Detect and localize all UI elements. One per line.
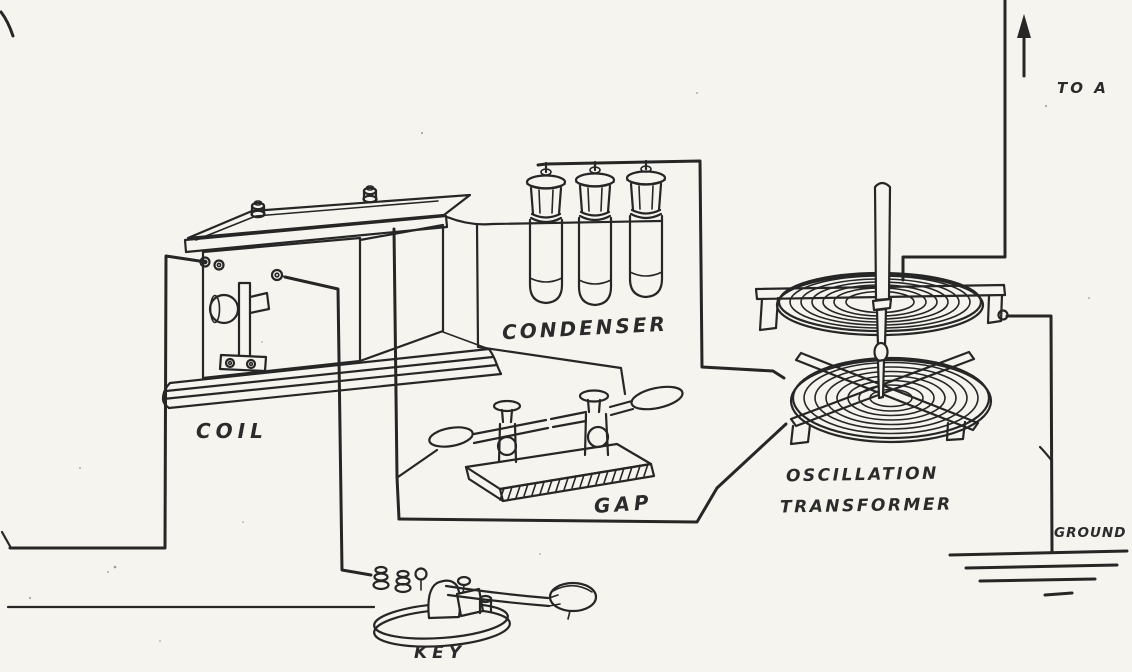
key-lever — [444, 581, 598, 620]
wire-gap-left-tap — [396, 448, 439, 479]
condenser-jars-drawing — [525, 165, 667, 307]
wiring — [0, 0, 1129, 609]
coil-base — [161, 347, 503, 410]
transformer-center-rod — [871, 181, 893, 400]
wire-supply-left — [8, 254, 208, 550]
coil-vibrator — [208, 281, 271, 373]
wire-jar-stubs — [544, 159, 648, 174]
condenser-jar — [525, 168, 567, 305]
stray-mark — [0, 10, 15, 38]
induction-coil-drawing — [161, 185, 503, 410]
condenser-jar — [574, 166, 616, 307]
gap-left-electrode — [492, 399, 522, 464]
coil-side-posts — [199, 256, 287, 282]
key-label: KEY — [414, 643, 467, 663]
ground-symbol — [948, 549, 1129, 597]
condenser-jar — [625, 165, 667, 299]
paper-specks — [29, 92, 1090, 642]
gap-base-hatching — [499, 463, 649, 501]
oscillation-transformer-label-line1: OSCILLATION — [785, 463, 939, 487]
telegraph-key-drawing — [372, 565, 598, 648]
ground-label: GROUND — [1054, 525, 1127, 541]
wire-to-transformer-primary — [397, 422, 788, 524]
wire-to-gap-right — [475, 222, 627, 396]
wire-aerial-lead — [901, 0, 1007, 282]
oscillation-transformer-label-line2: TRANSFORMER — [779, 494, 953, 518]
coil-terminal-knobs — [250, 185, 378, 219]
wire-ground-tick — [1038, 445, 1054, 463]
transformer-lower-coil — [789, 350, 993, 446]
to-aerial-label: TO A — [1057, 79, 1109, 97]
wire-supply-left-stub — [0, 530, 13, 550]
up-arrow-icon — [1017, 14, 1031, 78]
wire-condenser-top-bus — [536, 159, 786, 380]
coil-label: COIL — [196, 419, 268, 443]
wire-condenser-rack — [445, 215, 663, 226]
gap-right-electrode — [578, 389, 610, 457]
wire-to-ground — [1005, 314, 1054, 554]
spark-gap-drawing — [428, 385, 684, 503]
oscillation-transformer-drawing — [754, 181, 1009, 446]
gap-label: GAP — [593, 489, 654, 519]
key-binding-posts — [372, 565, 412, 594]
gap-rod — [428, 385, 684, 448]
wire-coil-to-key — [283, 275, 373, 577]
